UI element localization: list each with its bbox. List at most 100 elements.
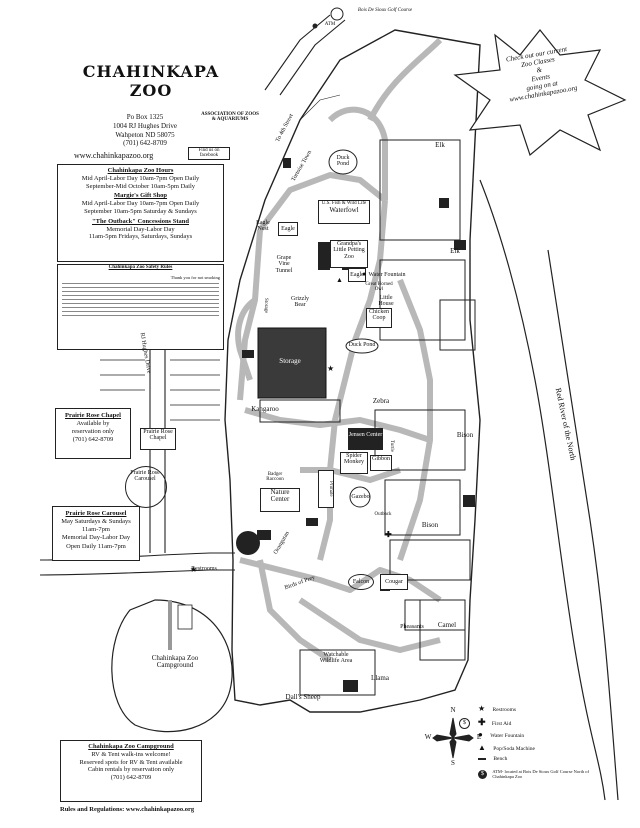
storage-small-label: Storage — [263, 298, 268, 314]
carousel-map-circle — [125, 466, 167, 508]
legend-restrooms: ★ Restrooms — [478, 705, 618, 718]
water-fountain-icon: ● — [362, 270, 367, 278]
gibbon-enclosure: Gibbon — [370, 455, 392, 471]
llama-label: Llama — [371, 674, 389, 682]
first-aid-cross-icon: ✚ — [385, 530, 392, 539]
bison-label-2: Bison — [421, 521, 439, 529]
atm-dollar-icon: $ — [459, 718, 470, 729]
pop-machine-icon: ▲ — [478, 743, 486, 752]
website-link[interactable]: www.chahinkapazoo.org — [74, 151, 154, 160]
legend-first-aid: ✚ First Aid — [478, 718, 618, 731]
pheasants-label: Pheasants — [400, 624, 424, 630]
address-city: Wahpeton ND 58075 — [115, 130, 175, 139]
spider-monkey-enclosure: Spider Monkey — [340, 452, 368, 474]
pop-machine-icon: ▲ — [336, 276, 343, 284]
primate-enclosure: Primate — [318, 470, 334, 508]
address-street: 1004 RJ Hughes Drive — [113, 121, 177, 130]
address-phone: (701) 642-8709 — [123, 139, 167, 148]
gazebo-label: Gazebo — [351, 494, 370, 500]
campground-rules-link[interactable]: Rules and Regulations: www.chahinkapazoo… — [60, 806, 195, 813]
water-fountain-label: Water Fountain — [368, 272, 406, 278]
restroom-star-icon: ★ — [327, 364, 335, 373]
campground-line1: RV & Tent walk-ins welcome! — [91, 750, 171, 758]
campground-phone: (701) 642-8709 — [110, 774, 152, 782]
elk-label-2: Elk — [450, 247, 460, 255]
legend-atm-label: ATM- located at Bois De Sioux Golf Cours… — [492, 769, 589, 779]
wildlife-area-label: Watchable Wildlife Area — [319, 652, 353, 665]
carousel-title: Prairie Rose Carousel — [65, 510, 127, 517]
chapel-map-building: Prairie Rose Chapel — [140, 428, 176, 450]
carousel-line1: May Saturdays & Sundays — [61, 518, 131, 526]
campground-line3: Cabin rentals by reservation only — [87, 766, 175, 774]
restrooms-map-label: Restrooms — [191, 566, 217, 572]
no-smoking-note: Thank you for not smoking — [170, 275, 220, 280]
atm-top-label: ATM — [324, 22, 336, 27]
compass-s: S — [451, 759, 455, 767]
aza-logo: ASSOCIATION OF ZOOS & AQUARIUMS — [201, 112, 259, 123]
safety-title: Chahinkapa Zoo Safety Rules — [108, 265, 173, 270]
first-aid-cross-icon: ✚ — [478, 717, 486, 727]
legend-water: ● Water Fountain — [478, 731, 618, 744]
gift-line1: Mid April-Labor Day 10am-7pm Open Daily — [81, 200, 200, 208]
eagle-enclosure-1: Eagle — [278, 222, 298, 236]
eagle-enclosure-2: Eagle — [348, 268, 366, 282]
chapel-phone: (701) 642-8709 — [72, 436, 114, 444]
campground-info-box: Chahinkapa Zoo Campground RV & Tent walk… — [60, 740, 202, 802]
legend-pop: ▲ Pop/Soda Machine — [478, 744, 618, 757]
nature-center-enclosure: Nature Center — [260, 488, 300, 512]
chicken-coop-enclosure: Chicken Coop — [366, 308, 392, 328]
zoo-logo: CHAHINKAPA ZOO — [62, 32, 240, 122]
gift-line2: September 10am-5pm Saturday & Sundays — [84, 207, 197, 215]
hours-box: Chahinkapa Zoo Hours Mid April-Labor Day… — [57, 164, 224, 262]
falcon-label: Falcon — [352, 579, 370, 585]
safety-rules-box: Chahinkapa Zoo Safety Rules Thank you fo… — [57, 264, 224, 350]
campground-title: Chahinkapa Zoo Campground — [88, 743, 174, 750]
legend-water-label: Water Fountain — [490, 733, 525, 739]
legend-atm: $ ATM- located at Bois De Sioux Golf Cou… — [478, 769, 618, 788]
carousel-line3: Memorial Day-Labor Day — [61, 534, 131, 542]
chapel-title: Prairie Rose Chapel — [65, 412, 121, 419]
owl-label: Great Horned Owl — [365, 282, 393, 293]
chapel-line2: reservation only — [71, 428, 115, 436]
turtle-label: Turtle — [389, 440, 394, 453]
waterfowl-small-label: U.S. Fish & Wild Life — [321, 201, 367, 206]
waterfowl-label: Waterfowl — [329, 206, 359, 214]
restroom-star-icon: ★ — [190, 565, 198, 574]
bison-label-1: Bison — [456, 431, 474, 439]
logo-text: CHAHINKAPA ZOO — [82, 62, 220, 100]
compass-rose — [432, 717, 474, 759]
elk-label-1: Elk — [435, 141, 445, 149]
gift-title: Margie's Gift Shop — [113, 192, 168, 200]
jensen-center-label: Jensen Center — [348, 432, 383, 438]
legend-first-aid-label: First Aid — [491, 721, 512, 727]
storage-label: Storage — [279, 357, 301, 365]
duck-pond-top-label: Duck Pond — [336, 155, 350, 168]
chapel-line1: Available by — [76, 420, 110, 428]
compass-n: N — [450, 706, 456, 714]
restroom-star-icon: ★ — [478, 704, 486, 713]
map-legend: ★ Restrooms ✚ First Aid ● Water Fountain… — [478, 705, 618, 788]
outback-label: Outback — [374, 512, 392, 517]
golf-course-label: Bois De Sioux Golf Course — [357, 8, 413, 13]
camel-label: Camel — [437, 621, 457, 629]
falcon-enclosure: Falcon — [348, 574, 374, 590]
hours-line2: September-Mid October 10am-5pm Daily — [85, 182, 196, 190]
waterfowl-enclosure: U.S. Fish & Wild Life Waterfowl — [318, 200, 370, 224]
legend-restrooms-label: Restrooms — [492, 707, 517, 713]
campground-line2: Reserved spots for RV & Tent available — [79, 758, 183, 766]
atm-dollar-icon: $ — [478, 770, 487, 779]
carousel-line4: Open Daily 11am-7pm — [66, 542, 126, 550]
legend-bench-label: Bench — [493, 756, 508, 762]
badger-label: Badger Raccoon — [266, 472, 284, 483]
carousel-info-box: Prairie Rose Carousel May Saturdays & Su… — [52, 506, 140, 561]
cougar-enclosure: Cougar — [380, 574, 408, 590]
outback-line2: 11am-5pm Fridays, Saturdays, Sundays — [88, 233, 193, 241]
outback-title: "The Outback" Concessions Stand — [92, 217, 189, 225]
water-fountain-icon: ● — [478, 730, 483, 739]
bench-icon — [478, 757, 486, 760]
dalls-sheep-label: Dall's Sheep — [285, 693, 321, 701]
compass-e: E — [476, 733, 482, 741]
petting-zoo-enclosure: Grandpa's Little Petting Zoo — [330, 240, 368, 268]
compass-w: W — [424, 733, 432, 741]
